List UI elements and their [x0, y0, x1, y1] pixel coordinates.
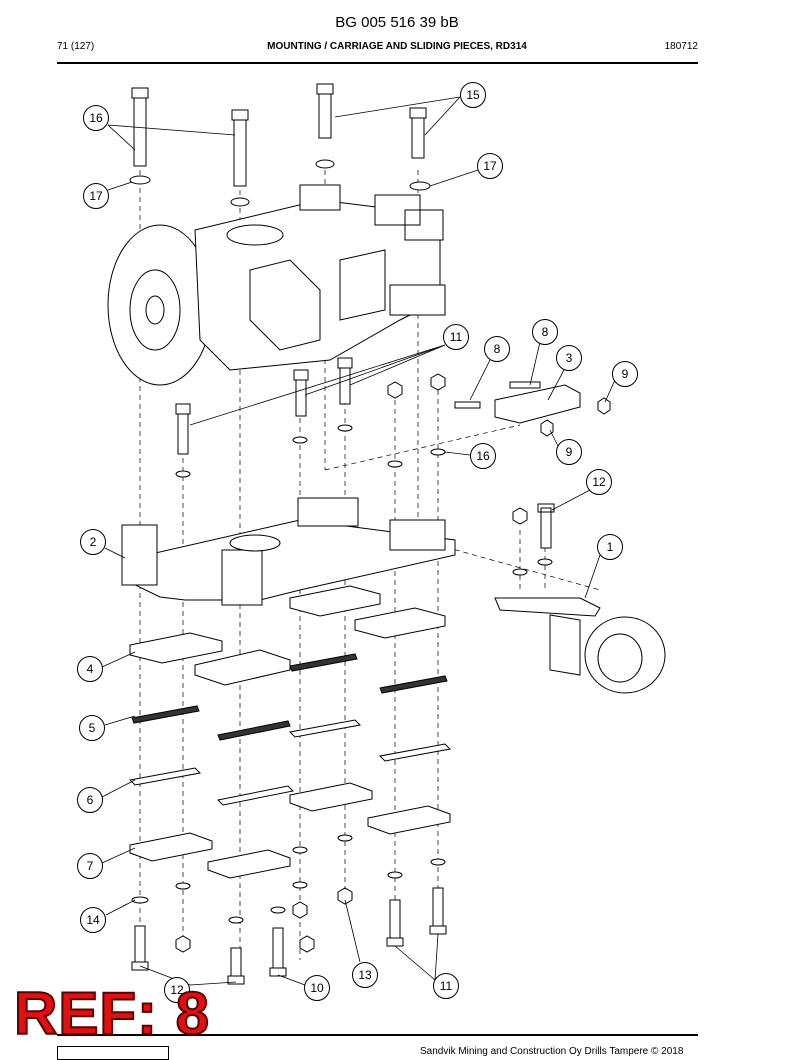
svg-text:2: 2 — [90, 535, 97, 549]
header-rule — [57, 62, 698, 64]
document-number: BG 005 516 39 bB — [335, 14, 459, 31]
svg-text:10: 10 — [310, 981, 324, 995]
callout-11a: 11 — [443, 324, 469, 350]
bottom-hardware — [131, 503, 555, 985]
section-title: MOUNTING / CARRIAGE AND SLIDING PIECES, … — [267, 41, 527, 52]
svg-text:17: 17 — [89, 189, 103, 203]
callout-14: 14 — [80, 907, 106, 933]
svg-text:14: 14 — [86, 913, 100, 927]
middle-bolts-nuts — [175, 357, 446, 478]
carriage-plate — [121, 497, 456, 606]
callout-10: 10 — [304, 975, 330, 1001]
callout-5: 5 — [79, 715, 105, 741]
svg-text:8: 8 — [542, 325, 549, 339]
svg-text:12: 12 — [592, 475, 606, 489]
svg-text:3: 3 — [566, 351, 573, 365]
svg-text:9: 9 — [566, 445, 573, 459]
leader-lines — [101, 96, 616, 986]
footer-copyright: Sandvik Mining and Construction Oy Drill… — [420, 1046, 684, 1057]
callout-6: 6 — [77, 787, 103, 813]
callout-3: 3 — [556, 345, 582, 371]
footer-rule — [57, 1034, 698, 1036]
svg-text:16: 16 — [89, 111, 103, 125]
callout-4: 4 — [77, 656, 103, 682]
top-bolts — [129, 83, 431, 207]
footer-logo — [57, 1046, 169, 1060]
svg-text:7: 7 — [87, 859, 94, 873]
svg-text:17: 17 — [483, 159, 497, 173]
clamp-assembly — [454, 381, 611, 437]
svg-text:6: 6 — [87, 793, 94, 807]
svg-text:11: 11 — [440, 979, 453, 993]
callout-9b: 9 — [556, 439, 582, 465]
callout-7: 7 — [77, 853, 103, 879]
svg-text:9: 9 — [622, 367, 629, 381]
svg-text:11: 11 — [450, 330, 463, 344]
mounting-bracket — [494, 597, 666, 694]
date-code: 180712 — [664, 41, 698, 52]
svg-text:8: 8 — [494, 342, 501, 356]
svg-text:1: 1 — [607, 540, 614, 554]
svg-text:15: 15 — [466, 88, 480, 102]
assembly-axis-lines — [139, 170, 601, 980]
svg-text:5: 5 — [89, 721, 96, 735]
callout-9a: 9 — [612, 361, 638, 387]
callout-12a: 12 — [586, 469, 612, 495]
callout-12b: 12 — [164, 977, 190, 1003]
rotation-unit — [107, 184, 446, 386]
svg-text:4: 4 — [87, 662, 94, 676]
callout-16b: 16 — [470, 443, 496, 469]
callout-11b: 11 — [433, 973, 459, 999]
svg-text:16: 16 — [476, 449, 490, 463]
callout-8b: 8 — [532, 319, 558, 345]
callout-17a: 17 — [83, 183, 109, 209]
callout-16a: 16 — [83, 105, 109, 131]
callout-8a: 8 — [484, 336, 510, 362]
page-number: 71 (127) — [57, 41, 95, 52]
callout-1: 1 — [597, 534, 623, 560]
sliding-pieces — [128, 585, 452, 879]
svg-text:12: 12 — [170, 983, 184, 997]
callout-17b: 17 — [477, 153, 503, 179]
callout-13: 13 — [352, 962, 378, 988]
svg-text:13: 13 — [358, 968, 372, 982]
callout-2: 2 — [80, 529, 106, 555]
ref-stamp: REF: 8 — [13, 980, 211, 1047]
callout-15: 15 — [460, 82, 486, 108]
